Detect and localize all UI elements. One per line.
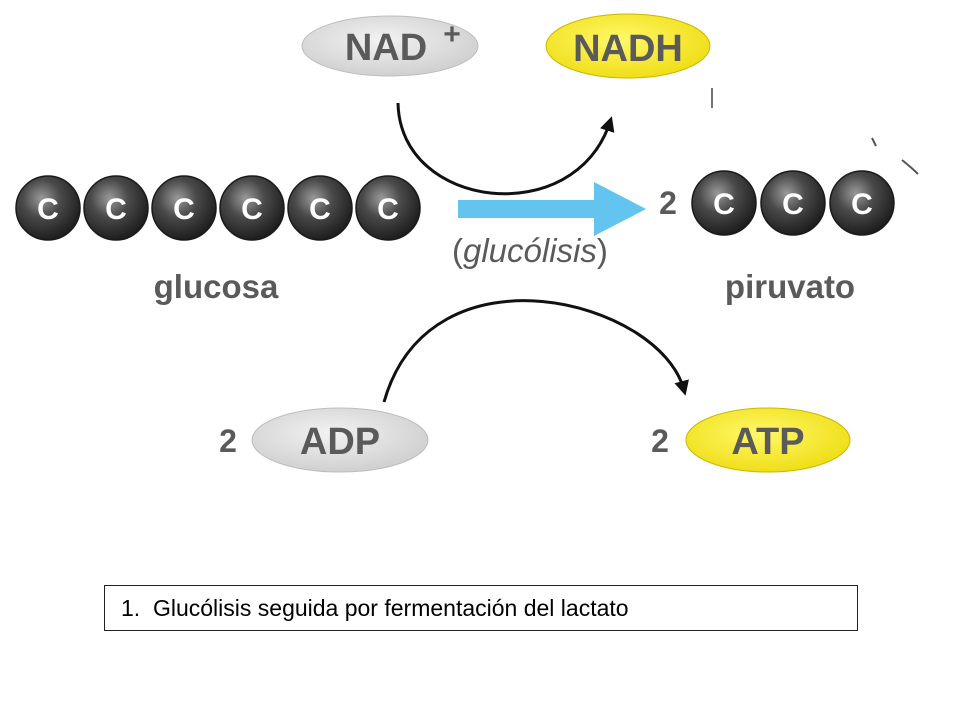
glycolysis-label: (glucólisis) (452, 232, 608, 269)
adp-molecule: 2 ADP (219, 407, 429, 473)
glucose-carbon-atom: C (151, 175, 217, 241)
adp-to-atp-arrow (382, 299, 689, 403)
pyruvate-carbon-atom-ball (760, 170, 826, 236)
glucose-carbon-atom-label: C (105, 193, 127, 226)
glucose-carbon-atom: C (15, 175, 81, 241)
glucose-carbon-atom-ball (15, 175, 81, 241)
glucose-carbon-atom-ball (287, 175, 353, 241)
pyruvate-carbon-atom-label: C (851, 188, 873, 221)
pyruvate-name: piruvato (725, 268, 855, 305)
glycolysis-open-paren: ( (452, 232, 463, 269)
glucose-carbon-atom: C (355, 175, 421, 241)
pyruvate-carbon-atom: C (829, 170, 895, 236)
glycolysis-name: glucólisis (463, 232, 597, 269)
nad-plus-ellipse (301, 15, 479, 77)
glucose-carbon-atom-label: C (241, 193, 263, 226)
glucose-carbon-atom-ball (219, 175, 285, 241)
caption-number: 1. (121, 594, 141, 621)
edge-mark-curve (871, 137, 919, 175)
glucose-carbon-atom-ball (355, 175, 421, 241)
glycolysis-arrow-head (594, 182, 646, 236)
adp-ellipse (251, 407, 429, 473)
nad-plus-superscript: + (443, 18, 461, 51)
nad-to-nadh-arrow (396, 102, 615, 196)
adp-label: ADP (300, 421, 380, 463)
nad-plus-molecule: NAD + (301, 15, 479, 77)
nadh-ellipse (545, 13, 711, 79)
glucose-name: glucosa (154, 268, 279, 305)
glucose-carbon-atom-ball (83, 175, 149, 241)
glycolysis-arrow-shaft (458, 200, 598, 218)
caption-text: Glucólisis seguida por fermentación del … (152, 594, 629, 621)
atp-ellipse (685, 407, 851, 473)
atp-label: ATP (731, 421, 804, 463)
glycolysis-close-paren: ) (597, 232, 608, 269)
glucose-carbon-atom-label: C (37, 193, 59, 226)
pyruvate-carbon-atom-label: C (782, 188, 804, 221)
pyruvate-carbon-atom: C (760, 170, 826, 236)
nadh-label: NADH (573, 28, 683, 70)
pyruvate-carbon-atom-ball (691, 170, 757, 236)
glucose-carbon-atom-label: C (309, 193, 331, 226)
glucose-carbon-atom: C (83, 175, 149, 241)
glucose-carbon-atom-label: C (377, 193, 399, 226)
nad-plus-label: NAD (345, 27, 427, 69)
pyruvate-carbon-atom-ball (829, 170, 895, 236)
glucose-carbon-atom: C (287, 175, 353, 241)
glucose-carbon-atom-ball (151, 175, 217, 241)
glycolysis-arrow (458, 182, 646, 236)
nadh-molecule: NADH (545, 13, 711, 79)
glucose-carbon-atom: C (219, 175, 285, 241)
caption-box: 1. Glucólisis seguida por fermentación d… (104, 585, 858, 631)
adp-coefficient: 2 (219, 423, 237, 459)
glucose-carbon-atom-label: C (173, 193, 195, 226)
atp-molecule: 2 ATP (651, 407, 851, 473)
pyruvate-carbon-atom: C (691, 170, 757, 236)
pyruvate-coefficient: 2 (659, 185, 677, 221)
atp-coefficient: 2 (651, 423, 669, 459)
pyruvate-carbon-atom-label: C (713, 188, 735, 221)
